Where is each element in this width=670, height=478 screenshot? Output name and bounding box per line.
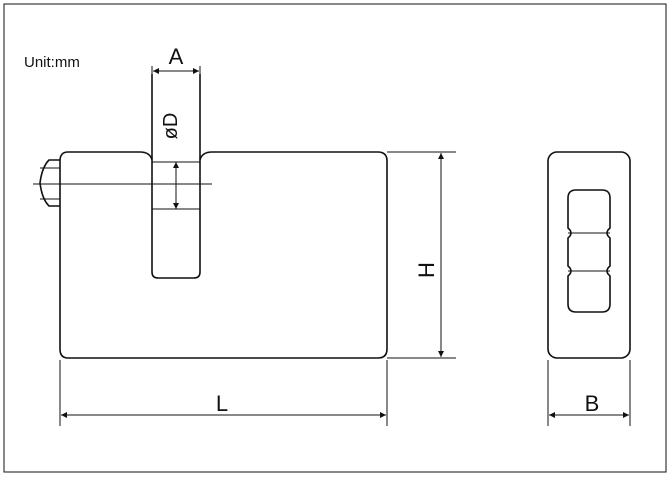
front-view: A øD H L: [33, 44, 456, 426]
side-body-outline: [547, 151, 631, 359]
dim-a-label: A: [169, 44, 184, 69]
dim-l-label: L: [216, 391, 228, 416]
dim-d-label: øD: [160, 113, 182, 140]
unit-label: Unit:mm: [24, 54, 80, 71]
dim-b-label: B: [585, 391, 600, 416]
shackle-slot: [567, 189, 611, 313]
key-cylinder: [39, 159, 60, 207]
side-view: B: [547, 151, 631, 426]
dim-h-label: H: [414, 262, 439, 278]
lock-body-outline: [59, 151, 388, 359]
drawing-frame: [3, 3, 667, 473]
